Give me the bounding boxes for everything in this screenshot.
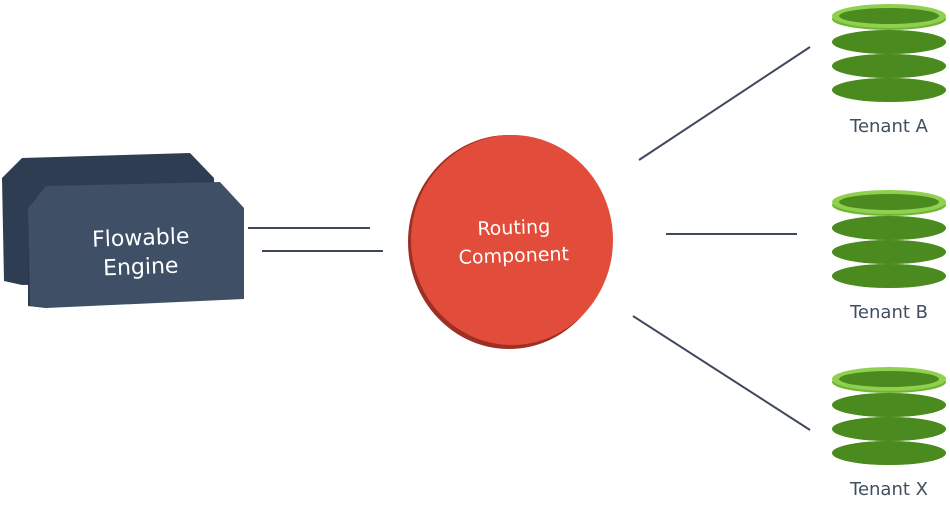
tenant-a-label: Tenant A: [849, 116, 929, 137]
engine-front-block: [28, 182, 244, 308]
engine-label-line1: Flowable: [92, 224, 190, 252]
router-tenant-a-line: [638, 46, 811, 161]
tenant-b-database-icon: [832, 190, 946, 288]
routing-label-line2: Component: [458, 243, 569, 269]
tenant-x-label: Tenant X: [849, 479, 928, 500]
tenant-a-database-icon: [832, 4, 946, 102]
router-tenant-x-line: [632, 315, 811, 431]
tenant-b-label: Tenant B: [849, 302, 928, 323]
routing-component-node: Routing Component: [408, 135, 613, 349]
engine-router-connectors: [248, 227, 383, 252]
routing-label-line1: Routing: [477, 216, 551, 241]
tenant-x-database-icon: [832, 367, 946, 465]
router-tenant-connectors: [632, 46, 811, 431]
routing-circle: [411, 135, 613, 345]
engine-label-line2: Engine: [103, 254, 179, 282]
flowable-engine-node: Flowable Engine: [2, 153, 244, 308]
